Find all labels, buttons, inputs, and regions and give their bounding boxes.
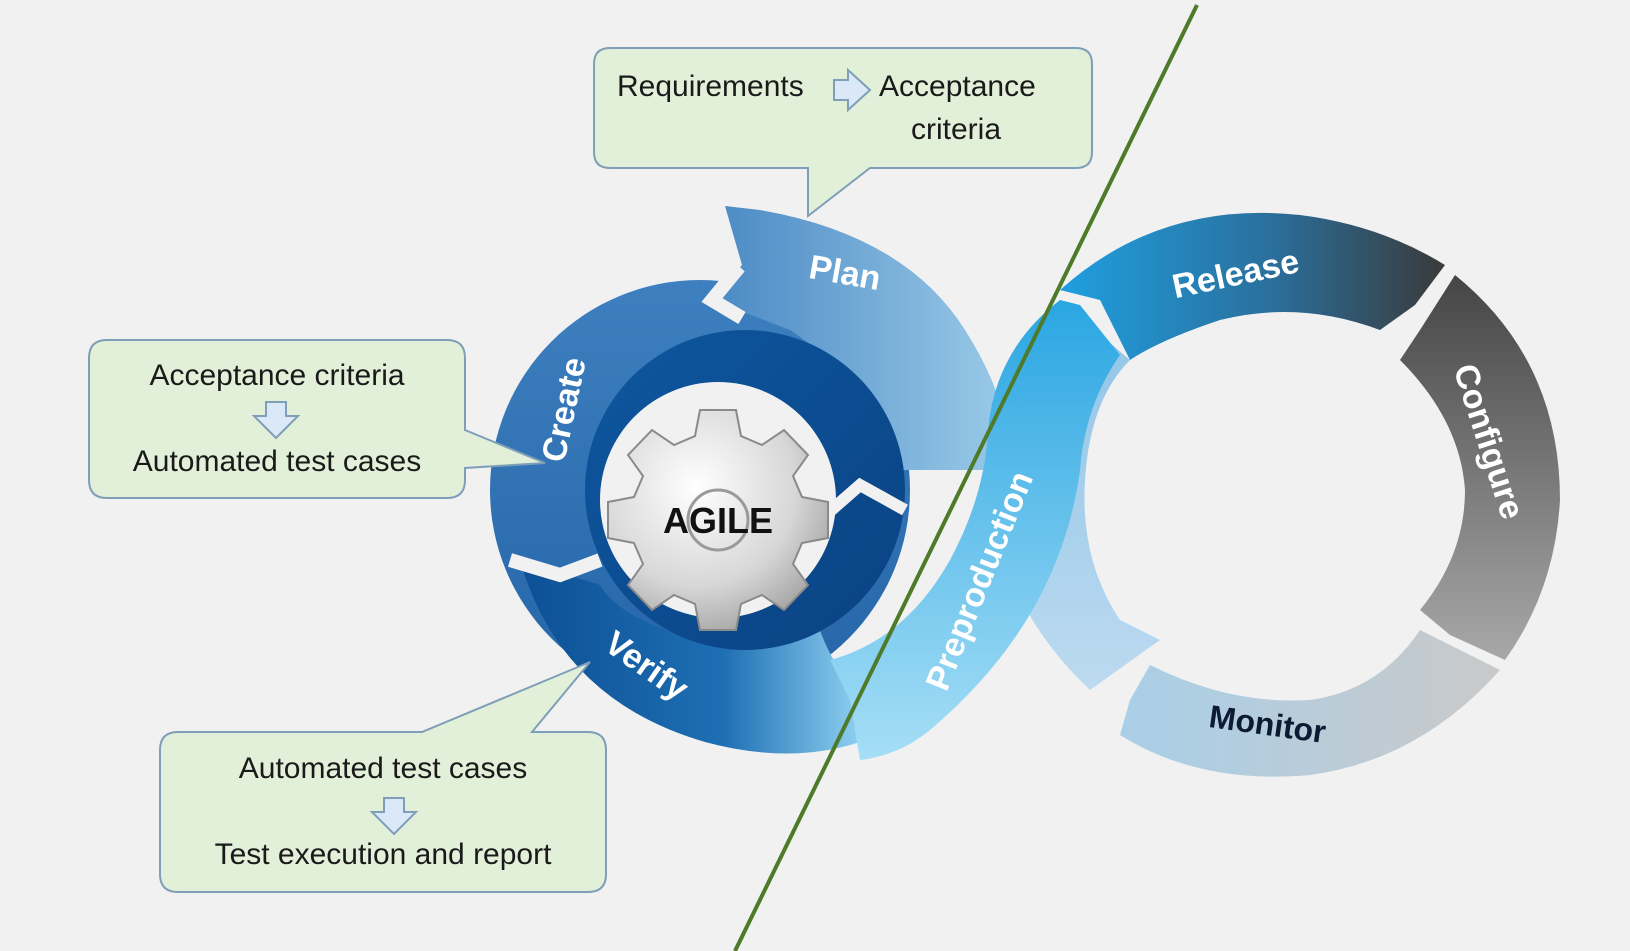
down-arrow-icon (369, 797, 419, 836)
plan-callout-line1-right: Acceptance (879, 70, 1036, 103)
agile-center-label: AGILE (663, 500, 773, 541)
create-callout-line2: Automated test cases (133, 445, 422, 478)
create-callout-box (88, 339, 546, 499)
release-segment (1060, 212, 1445, 360)
verify-callout-box (159, 661, 607, 893)
verify-callout: Automated test cases Test execution and … (159, 661, 607, 893)
plan-segment (712, 206, 1012, 470)
down-arrow-icon (251, 401, 301, 440)
gear-icon (607, 409, 829, 631)
configure-segment (1400, 275, 1560, 660)
agile-cycle: AGILE Plan Create Verify (490, 206, 1012, 754)
verify-segment (520, 560, 860, 754)
right-arrow-icon (833, 67, 872, 113)
monitor-segment (1120, 630, 1500, 777)
plan-callout-line2: criteria (911, 113, 1001, 146)
plan-callout-line1-left: Requirements (617, 70, 804, 103)
create-callout-line1: Acceptance criteria (149, 359, 404, 392)
agile-notch-2 (507, 553, 603, 583)
create-callout: Acceptance criteria Automated test cases (88, 339, 546, 499)
agile-notch-3 (816, 477, 908, 525)
plan-callout-box (593, 47, 1093, 219)
divider-line (733, 4, 1199, 951)
verify-callout-line2: Test execution and report (215, 838, 553, 871)
plan-callout: Requirements Acceptance criteria (593, 47, 1093, 219)
preproduction-segment (830, 300, 1120, 760)
agile-notch-1 (695, 234, 746, 325)
ops-cycle: Preproduction Release Configure Monitor (830, 212, 1560, 777)
verify-callout-line1: Automated test cases (239, 752, 528, 785)
